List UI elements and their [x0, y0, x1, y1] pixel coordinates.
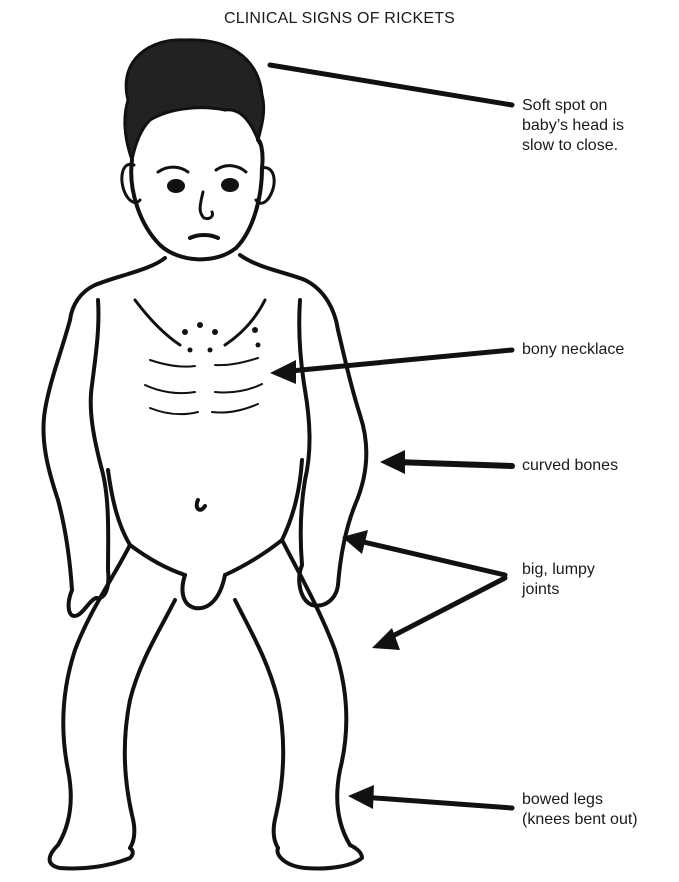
- label-lumpy-joints: big, lumpy joints: [522, 560, 595, 600]
- label-curved-bones: curved bones: [522, 456, 618, 476]
- child-foot-left: [50, 845, 133, 869]
- label-bowed-legs: bowed legs (knees bent out): [522, 790, 638, 830]
- child-ribcage: [135, 300, 265, 414]
- child-foot-right: [277, 845, 362, 869]
- label-bony-necklace: bony necklace: [522, 340, 624, 360]
- child-pelvis: [130, 540, 282, 575]
- child-leg-left: [58, 545, 175, 848]
- pointer-bony-necklace: [270, 350, 512, 384]
- child-leg-right: [235, 540, 350, 848]
- pointer-lumpy-joints: [342, 530, 505, 650]
- child-torso: [108, 460, 302, 545]
- pointer-soft-spot: [270, 65, 512, 105]
- child-head: [131, 140, 262, 259]
- child-navel: [197, 500, 205, 510]
- child-arm-left: [43, 300, 108, 590]
- child-face: [158, 166, 246, 238]
- pointer-curved-bones: [380, 450, 512, 474]
- pointer-bowed-legs: [348, 785, 512, 809]
- child-genitals: [182, 575, 225, 608]
- child-hair: [125, 40, 264, 160]
- label-soft-spot: Soft spot on baby’s head is slow to clos…: [522, 96, 624, 156]
